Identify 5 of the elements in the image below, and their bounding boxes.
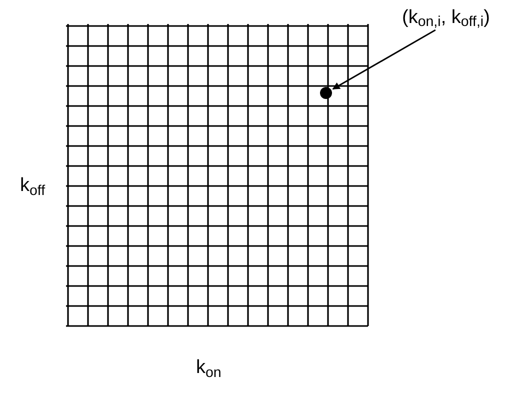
- axis-label: k$_{off}$: [20, 176, 46, 195]
- arrow: [332, 29, 436, 90]
- data-point: [320, 87, 332, 99]
- point-label: (k$_{on,i}$, k$_{off,i}$): [402, 8, 490, 26]
- axis-label: k$_{on}$: [196, 358, 222, 377]
